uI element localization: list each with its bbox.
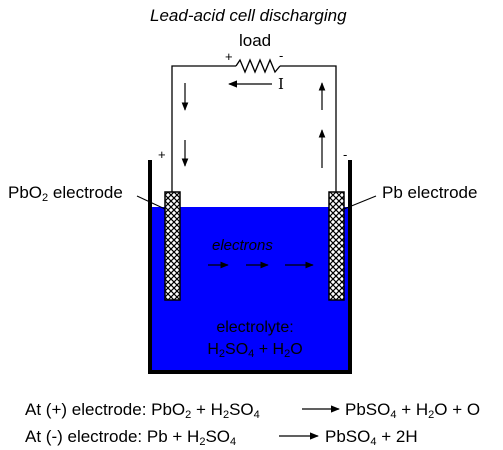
load-plus-sign: + [225, 49, 233, 64]
container-outline [148, 160, 352, 374]
electrons-label: electrons [212, 237, 273, 254]
positive-reaction-reactants: At (+) electrode: PbO2 + H2SO4 [25, 400, 260, 421]
load-label: load [239, 31, 272, 50]
electrolyte-formula: H2SO4 + H2O [197, 341, 313, 360]
formula-subscript: 4 [253, 409, 260, 421]
formula-text: At (-) electrode: Pb + H [25, 427, 200, 446]
formula-text: SO [205, 427, 231, 446]
positive-terminal-sign: + [158, 147, 166, 162]
electrode-formula-subscript: 2 [42, 192, 49, 204]
formula-text: + H [396, 400, 429, 419]
formula-subscript: 4 [248, 348, 255, 360]
formula-subscript: 2 [185, 409, 192, 421]
formula-text: + H [191, 400, 223, 419]
formula-subscript: 2 [284, 348, 291, 360]
formula-text: SO [225, 341, 249, 358]
positive-reaction-products: PbSO4 + H2O + O [345, 400, 481, 421]
electrolyte-label: electrolyte: [216, 319, 294, 336]
formula-subscript: 4 [230, 436, 237, 448]
formula-subscript: 2 [199, 436, 206, 448]
positive-electrode-label: PbO2 electrode [8, 183, 123, 204]
formula-text: H [207, 341, 219, 358]
formula-text: At (+) electrode: PbO [25, 400, 186, 419]
formula-text: PbSO [345, 400, 391, 419]
load-resistor [235, 58, 281, 74]
right-label-leader [343, 195, 377, 210]
circuit-wire [171, 65, 337, 192]
formula-subscript: 2 [218, 348, 226, 360]
negative-reaction-reactants: At (-) electrode: Pb + H2SO4 [25, 427, 237, 448]
formula-text: + H [254, 341, 285, 358]
positive-electrode [164, 191, 181, 301]
formula-subscript: 2 [428, 409, 435, 421]
negative-electrode [328, 191, 345, 301]
diagram-title: Lead-acid cell discharging [150, 6, 347, 25]
formula-subscript: 4 [390, 409, 397, 421]
electrolyte-fill [150, 207, 350, 371]
negative-electrode-label: Pb electrode [382, 183, 478, 202]
negative-terminal-sign: - [343, 147, 348, 162]
formula-text: O + O [434, 400, 481, 419]
negative-reaction-products: PbSO4 + 2H [325, 427, 418, 448]
formula-subscript: 2 [222, 409, 230, 421]
formula-text: + 2H [376, 427, 418, 446]
load-minus-sign: - [279, 48, 284, 63]
left-label-leader [136, 195, 166, 210]
current-label: I [278, 75, 284, 93]
formula-text: SO [229, 400, 254, 419]
electrode-formula-main: PbO [8, 183, 43, 202]
formula-text: PbSO [325, 427, 371, 446]
formula-text: O [290, 341, 303, 358]
formula-subscript: 4 [370, 436, 377, 448]
electrode-formula-rest: electrode [48, 183, 123, 202]
